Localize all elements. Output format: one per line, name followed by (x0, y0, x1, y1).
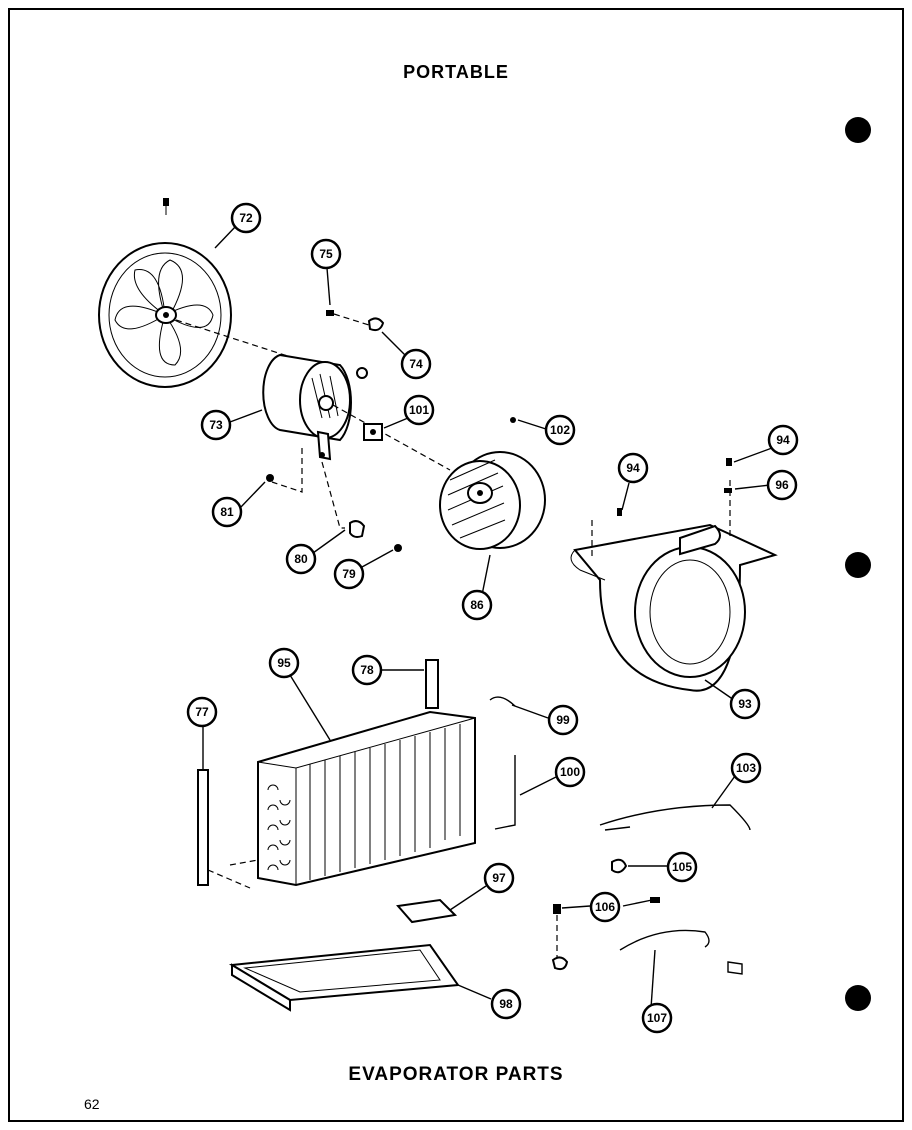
callout-label: 99 (556, 713, 570, 727)
binder-hole (845, 117, 871, 143)
callout-99: 99 (547, 704, 579, 736)
callout-label: 102 (550, 423, 570, 437)
callout-95: 95 (268, 647, 300, 679)
callout-label: 78 (360, 663, 374, 677)
callout-80: 80 (285, 543, 317, 575)
callout-label: 105 (672, 860, 692, 874)
wiring-harness-drawing (551, 804, 751, 975)
callout-94-lower: 94 (617, 452, 649, 484)
callout-103: 103 (730, 752, 762, 784)
leader-lines (202, 225, 773, 1009)
callout-93: 93 (729, 688, 761, 720)
callout-78: 78 (351, 654, 383, 686)
callout-72: 72 (230, 202, 262, 234)
callout-label: 103 (736, 761, 756, 775)
callout-label: 106 (595, 900, 615, 914)
callout-label: 95 (277, 656, 291, 670)
callout-101: 101 (403, 394, 435, 426)
callout-label: 100 (560, 765, 580, 779)
callout-label: 80 (294, 552, 308, 566)
callout-label: 73 (209, 418, 223, 432)
callout-label: 81 (220, 505, 234, 519)
fan-blade-drawing (98, 198, 232, 388)
callout-77: 77 (186, 696, 218, 728)
callout-79: 79 (333, 558, 365, 590)
callout-label: 72 (239, 211, 253, 225)
evaporator-coil-drawing (257, 659, 516, 887)
drain-tube-drawing (197, 769, 259, 889)
diagram-caption: EVAPORATOR PARTS (348, 1064, 564, 1085)
page-title: PORTABLE (403, 62, 509, 82)
callout-label: 96 (775, 478, 789, 492)
binder-hole (845, 985, 871, 1011)
drain-pan-drawing (228, 898, 460, 1012)
callout-97: 97 (483, 862, 515, 894)
fan-motor-drawing (262, 353, 368, 461)
callout-107: 107 (641, 1002, 673, 1034)
callout-100: 100 (554, 756, 586, 788)
callout-label: 94 (626, 461, 640, 475)
callout-81: 81 (211, 496, 243, 528)
callout-label: 86 (470, 598, 484, 612)
callout-75: 75 (310, 238, 342, 270)
small-hardware-drawing (266, 310, 516, 552)
callout-label: 107 (647, 1011, 667, 1025)
callout-label: 94 (776, 433, 790, 447)
callout-label: 75 (319, 247, 333, 261)
callout-94-upper: 94 (767, 424, 799, 456)
callout-102: 102 (544, 414, 576, 446)
callout-74: 74 (400, 348, 432, 380)
callout-label: 74 (409, 357, 423, 371)
callout-86: 86 (461, 589, 493, 621)
callout-98: 98 (490, 988, 522, 1020)
callout-label: 79 (342, 567, 356, 581)
callout-label: 98 (499, 997, 513, 1011)
callout-label: 97 (492, 871, 506, 885)
binder-hole (845, 552, 871, 578)
callout-label: 101 (409, 403, 429, 417)
callout-105: 105 (666, 851, 698, 883)
callout-96: 96 (766, 469, 798, 501)
callout-106: 106 (589, 891, 621, 923)
callout-label: 77 (195, 705, 209, 719)
callout-73: 73 (200, 409, 232, 441)
blower-housing-drawing (570, 458, 778, 692)
blower-wheel-drawing (439, 451, 546, 550)
callout-label: 93 (738, 697, 752, 711)
page-number: 62 (84, 1096, 100, 1112)
